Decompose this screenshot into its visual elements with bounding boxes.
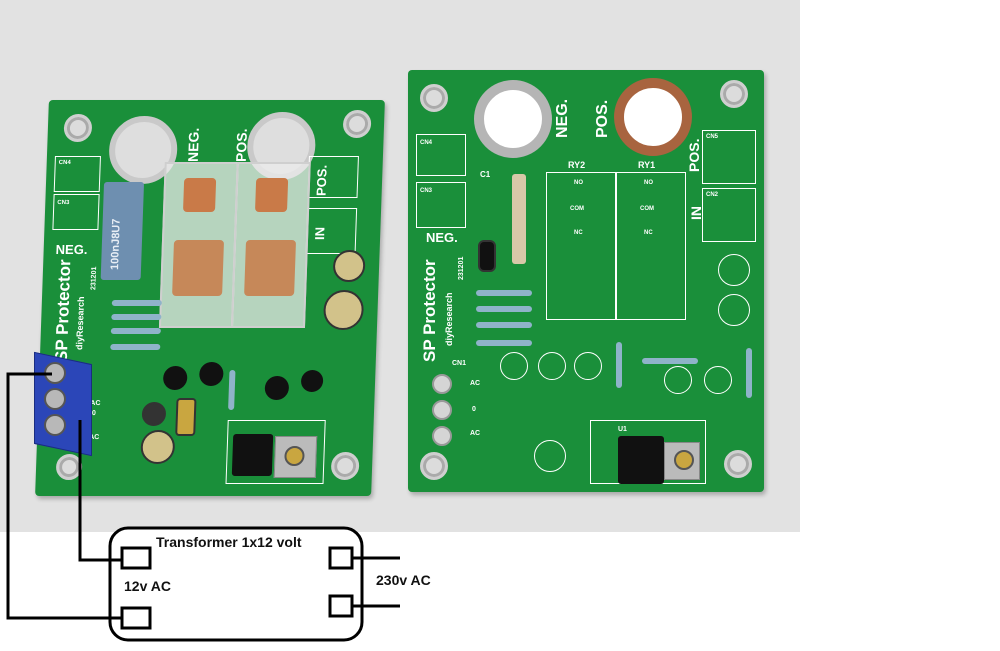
ry2-nc: NC <box>574 230 583 236</box>
cn1-label: CN1 <box>452 360 467 367</box>
ry2-no: NO <box>574 180 583 186</box>
power-resistor <box>512 174 526 264</box>
right-pcb-board: NEG. POS. POS. IN NEG. CN4 CN3 CN5 CN2 R… <box>408 70 764 492</box>
voltage-regulator <box>618 436 664 484</box>
cap-footprint <box>718 294 750 326</box>
right-ac-label: AC <box>470 380 481 387</box>
resistor <box>746 348 752 398</box>
secondary-terminal-top <box>120 546 152 570</box>
pos-terminal-pad <box>614 78 692 156</box>
regulator-screw <box>674 450 694 470</box>
resistor <box>476 322 532 328</box>
cn1-pad-1 <box>432 374 452 394</box>
ry2-com: COM <box>570 206 584 212</box>
primary-voltage-label: 230v AC <box>376 572 431 588</box>
ry2-label: RY2 <box>568 160 586 170</box>
ry1-com: COM <box>640 206 654 212</box>
transistor-footprint <box>664 366 692 394</box>
ry1-label: RY1 <box>638 160 656 170</box>
cap-footprint <box>534 440 566 472</box>
right-ac-bottom: AC <box>470 430 481 437</box>
terminal-screw-2 <box>44 388 66 410</box>
transistor-footprint <box>538 352 566 380</box>
cn1-pad-3 <box>432 426 452 446</box>
terminal-screw-3 <box>44 414 66 436</box>
mounting-hole <box>720 80 748 108</box>
resistor <box>476 290 532 296</box>
right-neg-side-label: NEG. <box>426 230 458 245</box>
secondary-terminal-bottom <box>120 606 152 630</box>
cn1-pad-2 <box>432 400 452 420</box>
right-ac-zero: 0 <box>472 406 476 413</box>
transistor-footprint <box>704 366 732 394</box>
u1-label: U1 <box>618 426 627 433</box>
resistor <box>476 340 532 346</box>
wire-secondary-2 <box>78 420 122 562</box>
right-cn2-outline <box>702 188 756 242</box>
ry1-nc: NC <box>644 230 653 236</box>
mounting-hole <box>724 450 752 478</box>
right-cn3-label: CN3 <box>420 188 433 194</box>
primary-terminal-top <box>328 546 354 570</box>
transistor-footprint <box>574 352 602 380</box>
pcb-photo: NEG. POS. POS. IN CN4 CN3 NEG. 100nJ8U7 … <box>0 0 800 532</box>
mounting-hole <box>420 84 448 112</box>
right-cn4-label: CN4 <box>420 140 433 146</box>
resistor <box>476 306 532 312</box>
right-cn4-outline <box>416 134 466 176</box>
right-cn5-outline <box>702 130 756 184</box>
c1-label: C1 <box>480 170 491 179</box>
primary-terminal-bottom <box>328 594 354 618</box>
transistor-footprint <box>500 352 528 380</box>
transformer-label: Transformer 1x12 volt <box>156 534 302 550</box>
resistor <box>616 342 622 388</box>
right-cn2-label: CN2 <box>706 192 719 198</box>
cap-footprint <box>718 254 750 286</box>
secondary-voltage-label: 12v AC <box>124 578 171 594</box>
transformer-box <box>108 526 364 642</box>
resistor <box>642 358 698 364</box>
ry1-no: NO <box>644 180 653 186</box>
right-cn5-label: CN5 <box>706 134 719 140</box>
film-capacitor-c1 <box>478 240 496 272</box>
mounting-hole <box>420 452 448 480</box>
neg-terminal-pad <box>474 80 552 158</box>
relay-2-footprint <box>546 172 616 320</box>
wire-secondary-1 <box>6 372 122 620</box>
right-cn3-outline <box>416 182 466 228</box>
relay-1-footprint <box>616 172 686 320</box>
